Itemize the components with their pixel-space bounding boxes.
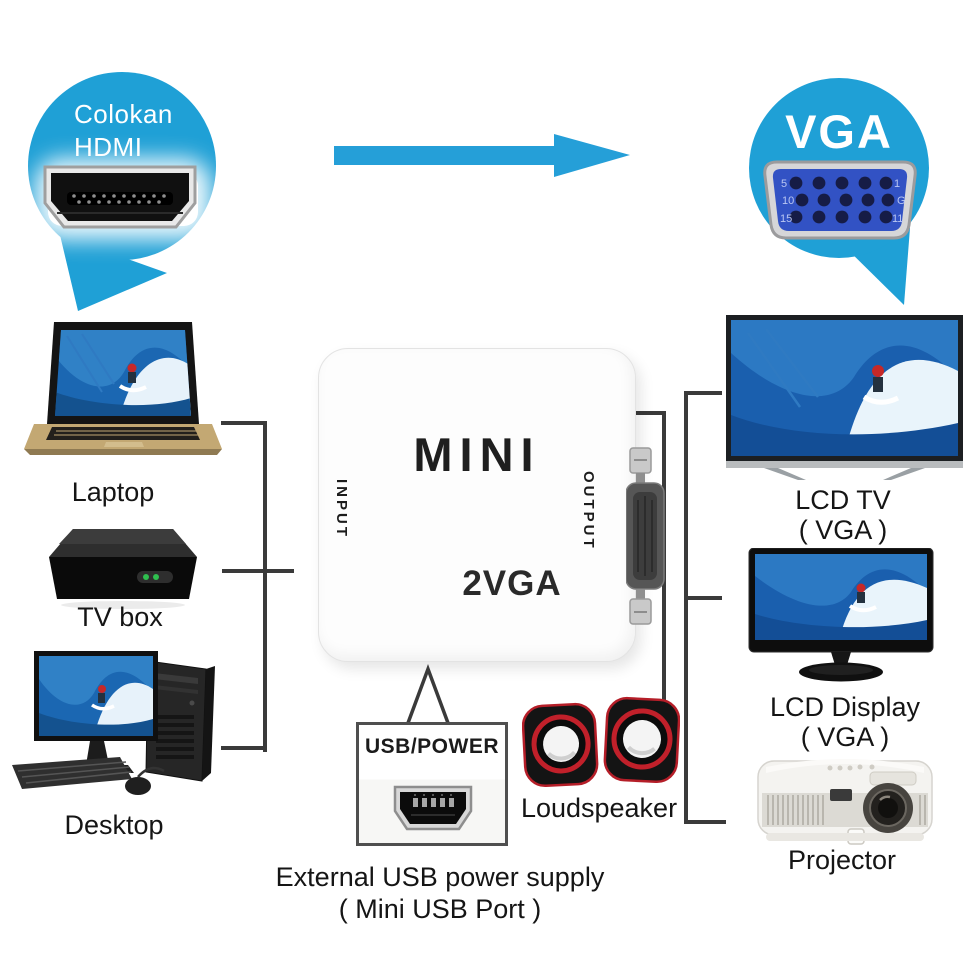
lcd-tv-image xyxy=(726,315,963,480)
power-caption-line1: External USB power supply xyxy=(275,862,605,892)
lcd-display-label: LCD Display ( VGA ) xyxy=(720,692,970,752)
vga-port-icon: 5 1 10 G 15 11 xyxy=(763,160,917,240)
desktop-image xyxy=(12,651,215,795)
laptop-connector-line xyxy=(221,421,267,425)
laptop-image xyxy=(24,322,222,455)
converter-model: 2VGA xyxy=(462,564,562,603)
usb-power-box: USB/POWER xyxy=(356,722,508,846)
loudspeaker-image xyxy=(522,696,680,788)
vga-pin-1: 1 xyxy=(894,178,900,190)
lcd-display-label-line1: LCD Display xyxy=(769,692,921,722)
hdmi-bubble-tail xyxy=(60,235,167,311)
power-caption-line2: ( Mini USB Port ) xyxy=(338,893,542,924)
lcd-display-image xyxy=(748,548,934,682)
right-arrow-icon xyxy=(334,134,630,177)
vga-pin-5: 5 xyxy=(781,178,787,190)
vga-pin-g: G xyxy=(897,195,906,207)
lcdtv-connector-line xyxy=(686,391,722,395)
hdmi-bubble-label-line2: HDMI xyxy=(74,131,143,162)
vga-pin-10: 10 xyxy=(782,195,794,207)
vga-pin-15: 15 xyxy=(780,213,792,225)
desktop-connector-line xyxy=(221,746,267,750)
projector-label: Projector xyxy=(787,845,897,875)
projector-image xyxy=(757,759,933,845)
laptop-label: Laptop xyxy=(71,477,155,507)
lcd-tv-label: LCD TV ( VGA ) xyxy=(743,485,943,545)
lcd-tv-label-line2: ( VGA ) xyxy=(798,515,888,546)
converter-input-label: INPUT xyxy=(333,479,350,539)
power-caption: External USB power supply ( Mini USB Por… xyxy=(240,862,640,926)
desktop-label: Desktop xyxy=(64,810,164,840)
vga-pin-11: 11 xyxy=(892,213,903,225)
loudspeaker-label: Loudspeaker xyxy=(520,793,678,823)
converter-vga-port-icon xyxy=(626,447,665,625)
lcddisplay-connector-line xyxy=(686,596,722,600)
projector-connector-line xyxy=(686,820,726,824)
left-bracket-vertical-line xyxy=(263,423,267,752)
mini-usb-icon xyxy=(393,785,473,831)
hdmi-bubble-label: Colokan HDMI xyxy=(74,98,173,163)
right-bracket-vertical-line xyxy=(684,391,688,824)
tvbox-connector-line xyxy=(222,569,294,573)
hdmi-bubble-label-line1: Colokan xyxy=(74,99,173,129)
usb-callout-triangle xyxy=(406,663,450,724)
hdmi-plug-icon xyxy=(43,165,197,229)
vga-bubble-label: VGA xyxy=(785,105,893,158)
tvbox-label: TV box xyxy=(77,602,163,632)
converter-output-label: OUTPUT xyxy=(580,471,597,551)
speaker-connector-line-h xyxy=(636,411,666,415)
lcd-tv-label-line1: LCD TV xyxy=(795,485,891,515)
converter-box: MINI INPUT OUTPUT 2VGA xyxy=(318,348,636,662)
tvbox-image xyxy=(49,529,197,609)
usb-power-label: USB/POWER xyxy=(364,735,499,758)
lcd-display-label-line2: ( VGA ) xyxy=(800,722,890,753)
converter-brand: MINI xyxy=(413,428,541,481)
